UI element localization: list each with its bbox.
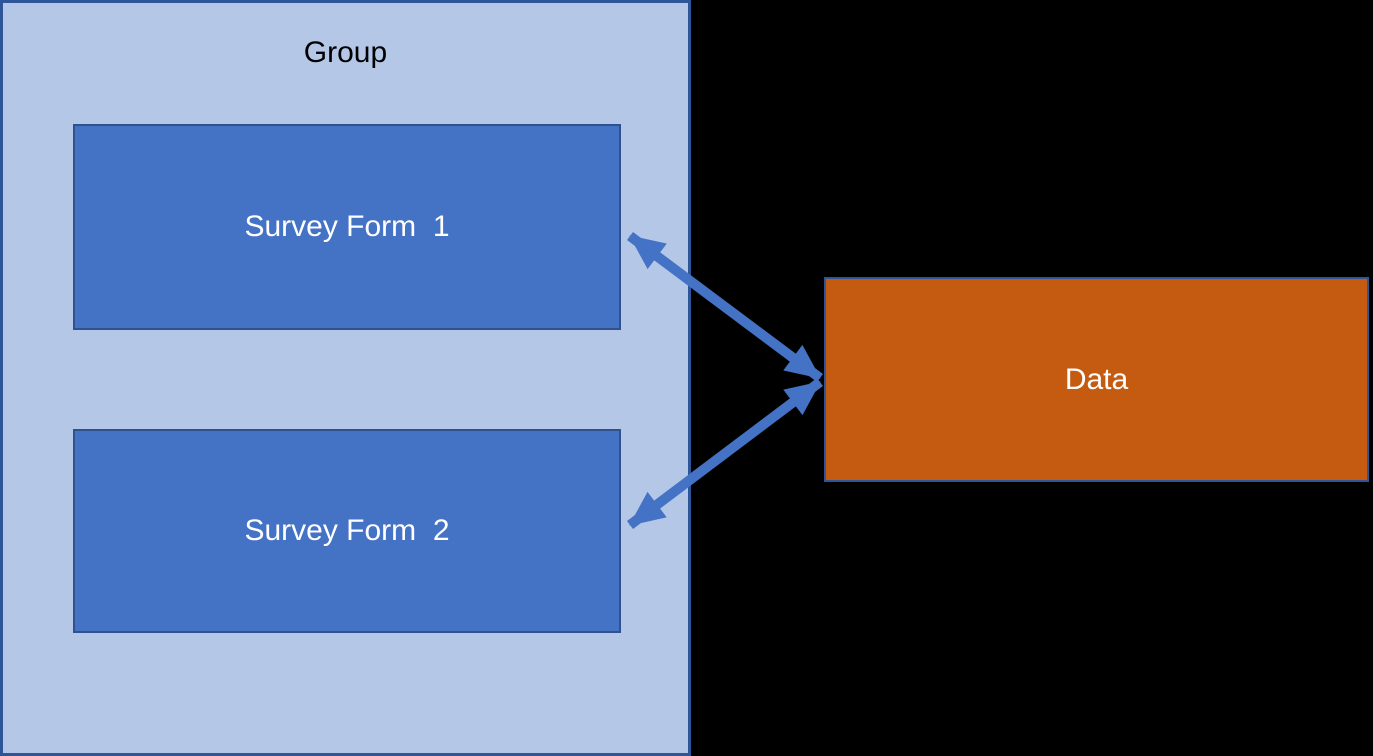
group-label: Group xyxy=(303,36,388,69)
data-node: Data xyxy=(824,277,1369,482)
survey-form-1-node: Survey Form 1 xyxy=(73,124,621,330)
data-label: Data xyxy=(1064,362,1129,396)
survey-form-1-label: Survey Form 1 xyxy=(244,210,450,243)
group-container: Group xyxy=(0,0,691,756)
survey-form-2-label: Survey Form 2 xyxy=(244,514,450,547)
survey-form-2-node: Survey Form 2 xyxy=(73,429,621,633)
